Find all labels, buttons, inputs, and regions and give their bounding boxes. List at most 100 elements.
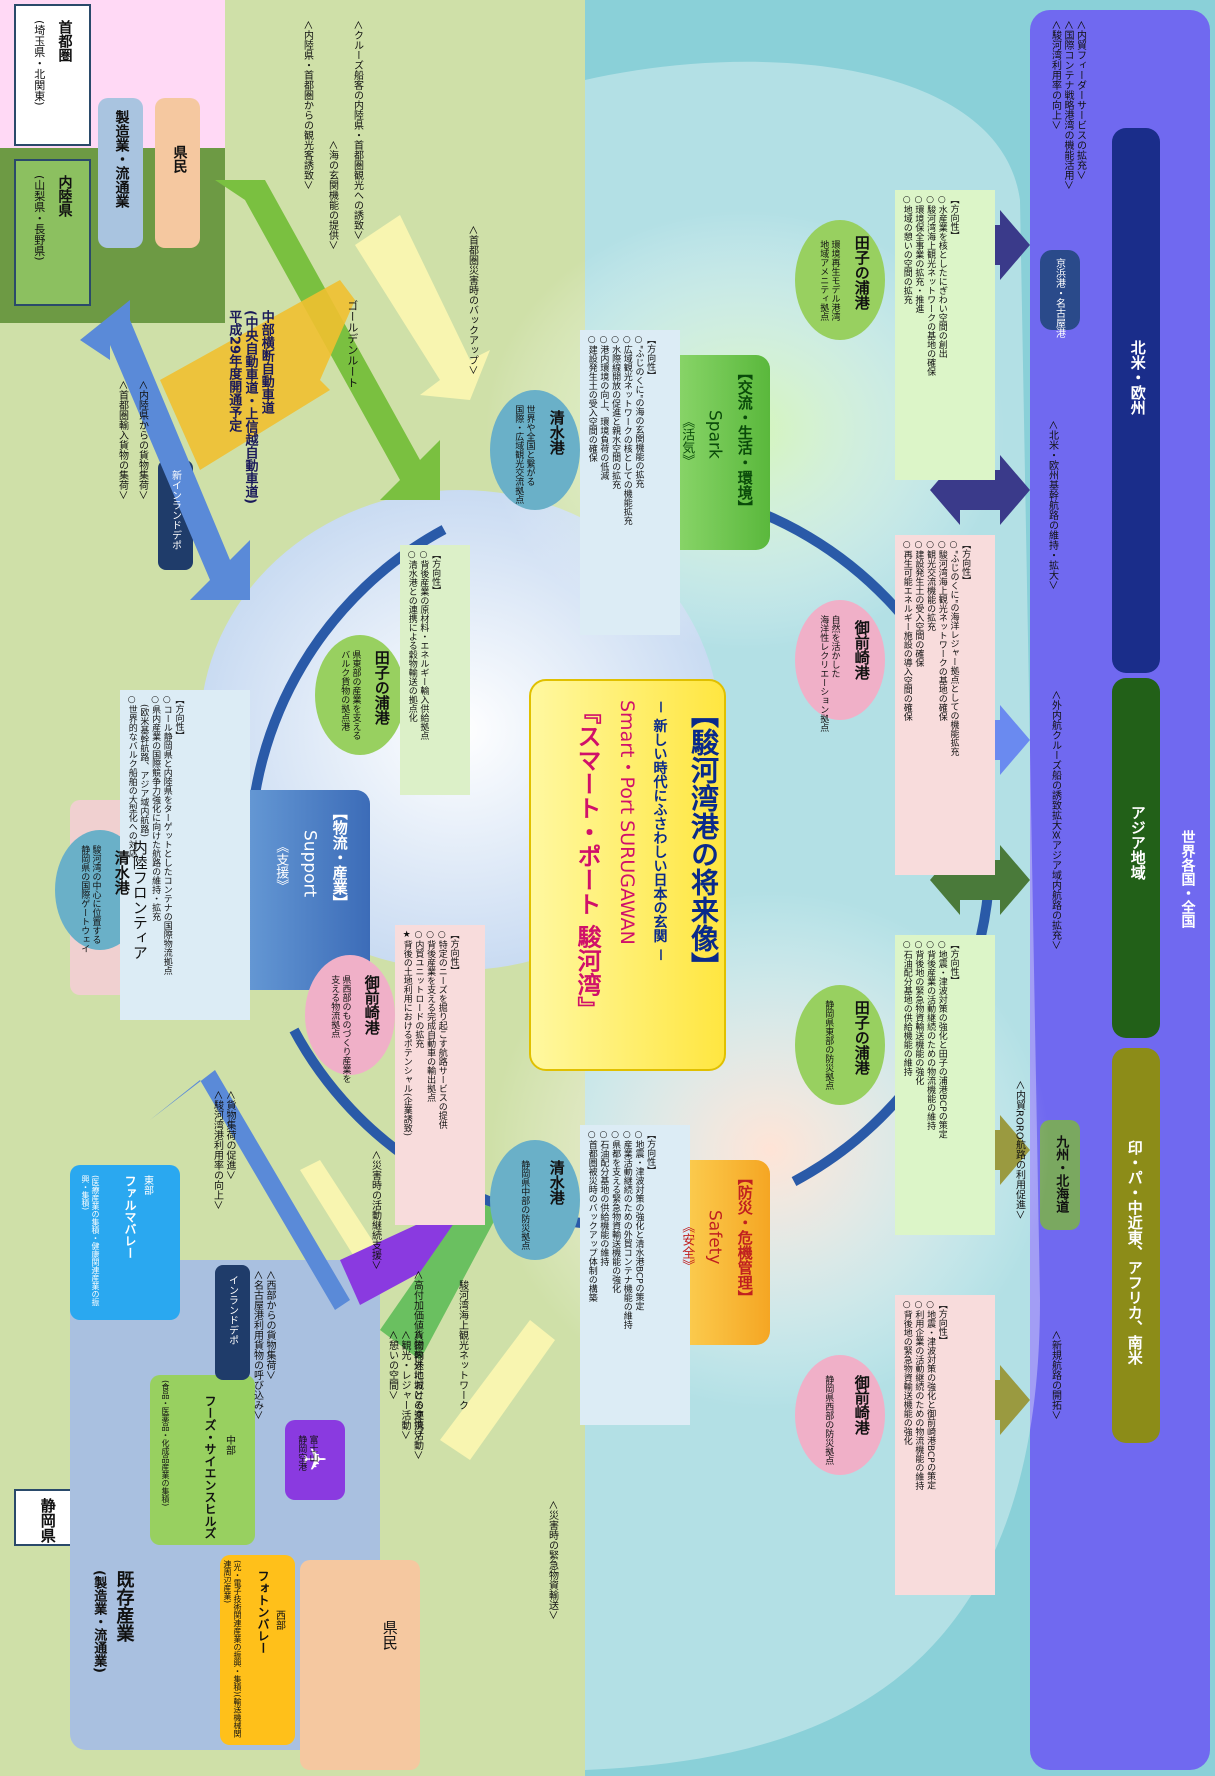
title-box xyxy=(529,679,726,1071)
dir-omaezaki-exchange: 【方向性】 ○"ふじのくに"の海洋レジャー拠点としての機能拡充 ○駿河湾海上観光… xyxy=(901,540,971,757)
spark-jp: 《活気》 xyxy=(679,415,695,467)
kison-label: 既存産業 xyxy=(113,1570,135,1642)
tobu-sub: (医療産業の集積・健康関連産業の振興・集積) xyxy=(81,1175,100,1307)
port-tagonoura-exchange xyxy=(795,220,885,340)
spark-en: Spark xyxy=(704,410,725,459)
arrow-label-nairiku-cargo: ＜内陸県からの貨物集荷＞ xyxy=(136,380,148,500)
dir-tagonoura-logistics: 【方向性】 ○背後産業の原材料・エネルギー輸入供給拠点 ○清水港との連携による穀… xyxy=(406,550,441,740)
asia-label: アジア地域 xyxy=(1128,805,1147,880)
port-shimizu-exchange-desc: 世界や全国と繋がる 国際・広域観光交流拠点 xyxy=(513,405,535,504)
asia-bar xyxy=(1112,678,1160,1038)
india-bar xyxy=(1112,1048,1160,1443)
arrow-label-local-exchange: ＜国内外地域との交流活動＞ ＜観光・レジャー活動＞ ＜憩いの空間＞ xyxy=(386,1330,423,1460)
port-tagonoura-logistics-desc: 県東部の産業を支える バルク貨物の拠点港 xyxy=(339,650,361,740)
route-feeder-label: ＜内貿フィーダーサービスの拡充＞ ＜国際コンテナ戦略港湾の機能活用＞ ＜駿河湾利… xyxy=(1049,20,1086,190)
dir-shimizu-exchange-box xyxy=(580,330,680,635)
arrow-label-west-cargo: ＜西部からの貨物集荷＞ ＜名古屋港利用貨物の呼び込み＞ xyxy=(251,1270,276,1420)
route-asia-label: ＜アジア域内航路の拡充＞ xyxy=(1049,830,1061,950)
route-na-label: ＜北米・欧州基幹航路の維持・拡大＞ xyxy=(1046,420,1058,590)
kenmin-label: 県民 xyxy=(380,1620,399,1650)
support-title: 【物流・産業】 xyxy=(330,805,349,910)
port-tagonoura-exchange-name: 田子の浦港 xyxy=(852,235,871,310)
port-omaezaki-exchange xyxy=(795,600,885,720)
dir-tagonoura-safety-box xyxy=(895,935,995,1235)
support-jp: 《支援》 xyxy=(273,840,289,892)
tobu-name: ファルマバレー xyxy=(123,1175,137,1259)
shutoken-label: 首都圏 xyxy=(56,20,73,62)
dir-omaezaki-safety: 【方向性】 ○地震・津波対策の強化と御前崎港BCPの策定 ○利用企業の活動継続の… xyxy=(901,1300,947,1490)
port-omaezaki-logistics-name: 御前崎港 xyxy=(362,975,381,1035)
keihin-box xyxy=(1040,250,1080,330)
port-shimizu-exchange-name: 清水港 xyxy=(547,410,566,455)
arrow-label-high-value: ＜高付加価値貨物輸送における連携＞ xyxy=(411,1270,423,1440)
nairikuken-label: 内陸県 xyxy=(56,175,73,217)
kenmin-top-box xyxy=(155,98,200,248)
arrow-high-value xyxy=(340,1200,480,1305)
port-omaezaki-exchange-desc: 自然を活かした 海洋性レクリエーション拠点 xyxy=(818,615,840,732)
dir-shimizu-logistics: 【方向性】 ○コール静岡県と内陸県をターゲットとしたコンテナの国際物流拠点 ○県… xyxy=(126,695,184,975)
dir-omaezaki-exchange-box xyxy=(895,535,995,875)
port-shimizu-safety-desc: 静岡県中部の防災拠点 xyxy=(519,1160,530,1250)
spark-title: 【交流・生活・環境】 xyxy=(735,365,754,515)
dir-tagonoura-exchange-box xyxy=(895,190,995,480)
port-tagonoura-safety-name: 田子の浦港 xyxy=(852,1000,871,1075)
arrow-shutoken-cargo xyxy=(80,300,250,600)
seizo-label: 製造業・流通業 xyxy=(113,110,130,208)
north-america-europe-bar xyxy=(1112,128,1160,673)
seibu-sub: (光・電子技術関連産業の振興・集積)(輸送機械関連周辺産業) xyxy=(223,1560,242,1738)
arrow-label-sea-gateway: ＜海の玄関機能の提供＞ xyxy=(326,140,338,250)
page-title: 【駿河湾港の将来像】 xyxy=(687,700,720,980)
arrow-label-backup: ＜首都圏災害時のバックアップ＞ xyxy=(466,225,478,375)
route-new-label: ＜新規航路の開拓＞ xyxy=(1049,1330,1061,1420)
chubu-area: 中部 xyxy=(223,1435,235,1455)
dir-omaezaki-logistics: 【方向性】 ○特定のニーズを掘り起こす航路サービスの提供 ○背後産業を支える完成… xyxy=(401,930,459,1137)
arrow-cargo-collect xyxy=(150,1070,350,1310)
dir-shimizu-exchange: 【方向性】 ○"ふじのくに"の海の玄関機能の拡充 ○広域観光ネットワークの核とし… xyxy=(586,335,656,525)
north-america-europe-label: 北米・欧州 xyxy=(1128,340,1147,415)
port-shimizu-logistics-name: 清水港 xyxy=(112,850,131,895)
kison-sub: (製造業・流通業) xyxy=(91,1570,107,1673)
port-omaezaki-safety xyxy=(795,1355,885,1475)
keihin-label: 京浜港・名古屋港 xyxy=(1053,258,1065,338)
concept-en: Smart・Port SURUGAWAN xyxy=(615,700,638,945)
airport-box xyxy=(285,1420,345,1500)
dir-shimizu-safety: 【方向性】 ○地震・津波対策の強化と清水港BCPの策定 ○産業活動継続のための外… xyxy=(586,1130,656,1329)
chubu-name: フーズ・サイエンスヒルズ xyxy=(203,1395,217,1539)
safety-jp: 《安全》 xyxy=(679,1220,695,1272)
port-omaezaki-exchange-name: 御前崎港 xyxy=(852,620,871,680)
route-roro-label: ＜内貿RORO航路の利用促進＞ xyxy=(1013,1080,1025,1220)
nairikuken-box xyxy=(14,159,91,306)
port-shimizu-logistics-desc: 駿河湾の中心に位置する 静岡県の国際ゲートウェイ xyxy=(79,845,101,953)
seizo-box xyxy=(98,98,143,248)
arrow-label-suruga-network: 駿河湾海上観光ネットワーク xyxy=(456,1280,468,1410)
chubu-sub: (食品・医薬品・化成品産業の集積) xyxy=(161,1380,170,1507)
dir-shimizu-logistics-box xyxy=(120,690,250,1020)
shizuoka-label: 静岡県 xyxy=(38,1498,57,1543)
arrow-backup xyxy=(355,215,490,400)
port-omaezaki-safety-name: 御前崎港 xyxy=(852,1375,871,1435)
inland-depot2-box xyxy=(215,1265,250,1380)
port-tagonoura-safety-desc: 静岡県東部の防災拠点 xyxy=(823,1000,834,1090)
tobu-area: 東部 xyxy=(141,1175,153,1195)
seibu-name: フォトンバレー xyxy=(256,1570,270,1654)
arrow-label-chubu-highway: 中部横断自動車道 (中央自動車道・上信越自動車道) 平成29年度開通予定 xyxy=(226,310,274,504)
port-shimizu-safety-name: 清水港 xyxy=(547,1160,566,1205)
seibu-box xyxy=(220,1555,295,1745)
concept-jp: 『スマート・ポート 駿河湾』 xyxy=(573,700,601,1021)
tobu-box xyxy=(70,1165,180,1320)
port-tagonoura-safety xyxy=(795,985,885,1105)
india-label: 印・パ・中近東、アフリカ、南米 xyxy=(1125,1140,1144,1365)
arrow-suruga-network xyxy=(380,1200,500,1360)
world-header: 世界各国・全国 xyxy=(1179,830,1196,928)
arrow-emergency-goods xyxy=(440,1320,555,1460)
port-omaezaki-logistics-desc: 県西部のものづくり産業を 支える物流拠点 xyxy=(329,975,351,1083)
kyushu-label: 九州・北海道 xyxy=(1053,1135,1069,1213)
port-shimizu-exchange xyxy=(490,390,580,510)
port-tagonoura-exchange-desc: 環境再生モデル港湾 地域アメニティ拠点 xyxy=(818,240,840,321)
airport-label: 富士山 静岡空港 xyxy=(296,1435,318,1471)
dir-tagonoura-safety: 【方向性】 ○地震・津波対策の強化と田子の浦港BCPの策定 ○背後産業の活動継続… xyxy=(901,940,959,1139)
port-tagonoura-logistics xyxy=(315,635,405,755)
